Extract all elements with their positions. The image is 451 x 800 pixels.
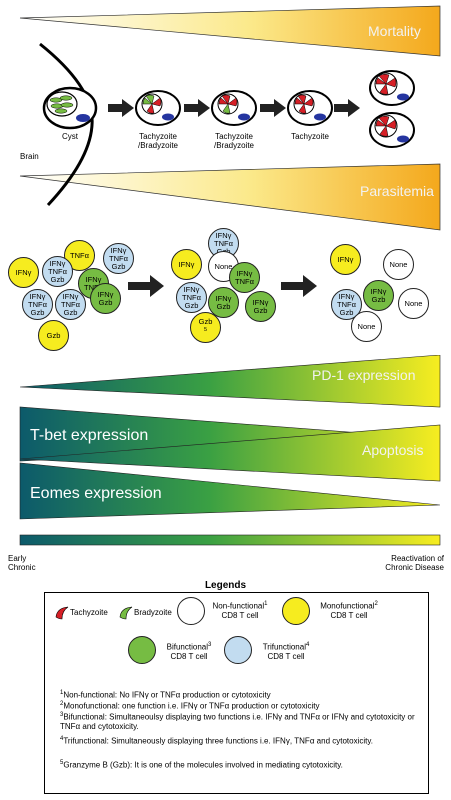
legend-monofunctional-swatch xyxy=(282,597,310,625)
cell-nonfunctional: None xyxy=(351,311,382,342)
legend-note: 3Bifunctional: Simultaneoulsy displaying… xyxy=(60,712,415,731)
pd1-wedge xyxy=(19,355,441,408)
cell-monofunctional: IFNγ xyxy=(330,244,361,275)
arrow-right-icon xyxy=(128,275,164,297)
stage-label-cyst: Cyst xyxy=(62,132,78,141)
arrow-right-icon xyxy=(334,99,360,117)
replicating-tachyzoite-icon xyxy=(369,112,415,148)
eomes-label: Eomes expression xyxy=(30,485,162,502)
legend-note: 1Non-functional: No IFNγ or TNFα product… xyxy=(60,690,271,700)
stage-label-mixed: Tachyzoite /Bradyzoite xyxy=(137,132,179,150)
stage-label-mixed: Tachyzoite /Bradyzoite xyxy=(213,132,255,150)
infected-cell-tachyzoite-icon xyxy=(287,90,333,126)
pd1-label: PD-1 expression xyxy=(312,367,416,383)
brain-label: Brain xyxy=(20,152,39,161)
legend-trifunctional-swatch xyxy=(224,636,252,664)
apoptosis-label: Apoptosis xyxy=(362,442,424,458)
cyst-icon xyxy=(42,86,98,130)
legend-note: 2Monofunctional: one function i.e. IFNγ … xyxy=(60,701,320,711)
arrow-right-icon xyxy=(184,99,210,117)
cell-nonfunctional: None xyxy=(398,288,429,319)
infected-cell-mixed-icon xyxy=(135,90,181,126)
stage-label-tachyzoite: Tachyzoite xyxy=(291,132,329,141)
cell-nonfunctional: None xyxy=(383,249,414,280)
legend-nonfunctional-swatch xyxy=(177,597,205,625)
timeline-bar xyxy=(19,534,441,546)
mortality-wedge xyxy=(19,5,441,57)
legend-title: Legends xyxy=(204,580,247,591)
arrow-right-icon xyxy=(281,275,317,297)
parasitemia-wedge xyxy=(19,163,441,231)
legend-tachyzoite-label: Tachyzoite xyxy=(70,608,108,617)
parasite-stage-graphic xyxy=(19,5,441,231)
arrow-right-icon xyxy=(260,99,286,117)
infected-cell-mixed-icon xyxy=(211,90,257,126)
cell-monofunctional: IFNγ xyxy=(8,257,39,288)
brain-boundary xyxy=(39,42,94,207)
legend-bradyzoite-label: Bradyzoite xyxy=(134,608,172,617)
cell-monofunctional: IFNγ xyxy=(171,249,202,280)
cell-monofunctional: Gzb xyxy=(38,320,69,351)
mortality-label: Mortality xyxy=(368,23,421,39)
tbet-label: T-bet expression xyxy=(30,427,149,444)
arrow-right-icon xyxy=(108,99,134,117)
legend-bifunctional-swatch xyxy=(128,636,156,664)
apoptosis-wedge xyxy=(19,424,441,482)
legend-box xyxy=(44,592,429,794)
parasitemia-label: Parasitemia xyxy=(360,183,434,199)
replicating-tachyzoite-icon xyxy=(369,70,415,106)
eomes-wedge xyxy=(19,462,441,520)
legend-note: 5Granzyme B (Gzb): It is one of the mole… xyxy=(60,760,343,770)
expression-wedges xyxy=(19,355,441,546)
tachyzoite-icon xyxy=(55,606,69,620)
legend-note: 4Trifunctional: Simultaneously displayin… xyxy=(60,736,373,746)
bradyzoite-icon xyxy=(119,606,133,620)
